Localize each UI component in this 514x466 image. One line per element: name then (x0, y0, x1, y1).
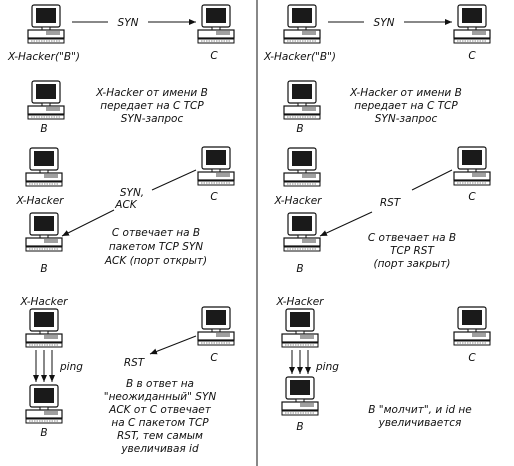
panel-bottom-left: X-Hacker ping RST C B В в ответ на "неож… (20, 296, 235, 455)
desc-line-2: увеличивается (378, 417, 462, 429)
panel-mid-right: RST X-Hacker C B С отвечает на В ТСР RST… (274, 146, 491, 275)
b-label: B (40, 263, 47, 275)
synack-label-1: SYN, (120, 187, 144, 199)
ping-label: ping (315, 361, 339, 373)
desc-line-1: С отвечает на В (112, 227, 200, 239)
desc-line-1: В "молчит", и id не (368, 404, 471, 416)
computer-b-icon (283, 212, 321, 252)
computer-b-icon (281, 376, 319, 416)
desc-line-1: X-Hacker от имени B (349, 87, 462, 99)
b-label: B (40, 123, 47, 135)
rst-arrow (149, 335, 197, 355)
xhacker-label: X-Hacker("B") (263, 51, 336, 63)
computer-c-icon (197, 4, 235, 44)
computer-c-icon (453, 4, 491, 44)
desc-line-2: "неожиданный" SYN (104, 391, 217, 403)
b-label: B (296, 421, 303, 433)
rst-arrow (319, 211, 373, 237)
c-label: C (210, 352, 218, 364)
panel-top-left: SYN X-Hacker("B") C B X-Hacker от имени … (7, 4, 235, 135)
desc-line-1: X-Hacker от имени B (95, 87, 208, 99)
panel-mid-left: SYN, ACK X-Hacker C B С отвечает на В па… (16, 146, 235, 275)
c-label: C (210, 191, 218, 203)
xhacker-label: X-Hacker (20, 296, 69, 308)
desc-line-1: В в ответ на (126, 378, 194, 390)
computer-c-icon (197, 146, 235, 186)
computer-xhacker-icon (25, 308, 63, 348)
c-label: C (468, 50, 476, 62)
desc-line-2: передает на С ТСР (354, 100, 458, 112)
computer-c-icon (453, 306, 491, 346)
rst-label: RST (380, 197, 402, 209)
desc-line-3: (порт закрыт) (373, 258, 450, 270)
computer-xhacker-icon (25, 147, 63, 187)
c-label: C (210, 50, 218, 62)
ping-label: ping (59, 361, 83, 373)
desc-line-3: ACK от С отвечает (108, 404, 212, 416)
computer-xhacker-icon (283, 4, 321, 44)
computer-c-icon (453, 146, 491, 186)
b-label: B (296, 263, 303, 275)
b-label: B (296, 123, 303, 135)
computer-b-icon (25, 212, 63, 252)
rst-label: RST (124, 357, 146, 369)
xhacker-label: X-Hacker (16, 195, 65, 207)
desc-line-1: С отвечает на В (368, 232, 456, 244)
b-label: B (40, 427, 47, 439)
computer-b-icon (27, 80, 65, 120)
desc-line-2: ТСР RST (390, 245, 435, 257)
synack-arrow (61, 209, 115, 237)
xhacker-label: X-Hacker (274, 195, 323, 207)
computer-xhacker-icon (283, 147, 321, 187)
computer-c-icon (197, 306, 235, 346)
desc-line-6: увеличивая id (120, 443, 199, 455)
c-label: C (468, 352, 476, 364)
c-label: C (468, 191, 476, 203)
desc-line-4: на С пакетом ТСР (111, 417, 209, 429)
panel-top-right: SYN X-Hacker("B") C B X-Hacker от имени … (263, 4, 491, 135)
computer-xhacker-icon (281, 308, 319, 348)
desc-line-2: передает на С ТСР (100, 100, 204, 112)
computer-b-icon (25, 384, 63, 424)
computer-xhacker-icon (27, 4, 65, 44)
desc-line-3: SYN-запрос (121, 113, 184, 125)
computer-b-icon (283, 80, 321, 120)
desc-line-3: SYN-запрос (375, 113, 438, 125)
desc-line-2: пакетом ТСР SYN (109, 241, 203, 253)
syn-label: SYN (374, 17, 395, 29)
panel-bottom-right: X-Hacker ping C B В "молчит", и id не ув… (276, 296, 491, 433)
xhacker-label: X-Hacker (276, 296, 325, 308)
rst-line-top (411, 169, 453, 191)
syn-label: SYN (118, 17, 139, 29)
desc-line-5: RST, тем самым (117, 430, 203, 442)
desc-line-3: ACK (порт открыт) (104, 255, 207, 267)
synack-line-top (151, 169, 197, 191)
xhacker-label: X-Hacker("B") (7, 51, 80, 63)
synack-label-2: ACK (114, 199, 138, 211)
